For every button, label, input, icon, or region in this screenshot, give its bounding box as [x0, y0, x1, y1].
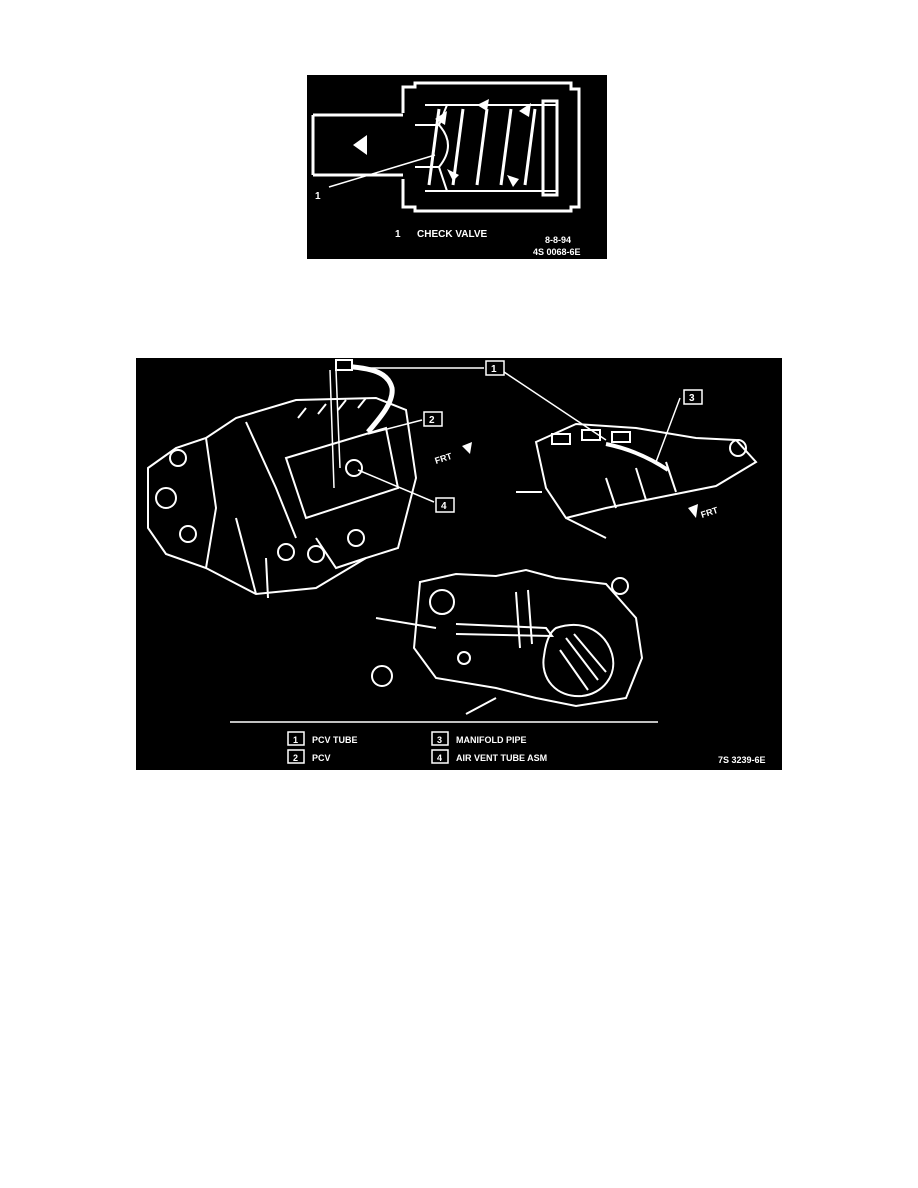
pcv-tube-end: [335, 359, 353, 371]
vent-lines: [329, 369, 341, 489]
legend-text-2: PCV: [312, 753, 331, 763]
check-valve-figure: 1 1 CHECK VALVE 8-8-94 4S 0068-6E: [307, 75, 607, 259]
front-arrow-left: [462, 442, 472, 454]
legend-number-3: 3: [437, 735, 442, 745]
inlet-tube: [311, 113, 403, 177]
engine-block-drawing: [147, 396, 418, 599]
intake-manifold-drawing: [516, 422, 758, 539]
front-label-right: FRT: [700, 505, 720, 520]
valve-housing: [401, 81, 581, 213]
callout-leader: [328, 154, 436, 188]
callout-2: 2: [429, 415, 435, 426]
callout-boxes: [423, 360, 703, 513]
callout-1: 1: [491, 364, 497, 375]
callout-leaders: [357, 367, 681, 503]
legend-text-4: AIR VENT TUBE ASM: [456, 753, 547, 763]
manifold-pipe: [605, 442, 670, 472]
end-stop: [541, 99, 559, 197]
legend-number-4: 4: [437, 753, 442, 763]
check-valve-diagram: 1 1 CHECK VALVE 8-8-94 4S 0068-6E: [311, 81, 581, 257]
callout-3: 3: [689, 393, 695, 404]
legend-text-3: MANIFOLD PIPE: [456, 735, 527, 745]
legend-number-2: 2: [293, 753, 298, 763]
legend: [287, 731, 449, 764]
date-code: 8-8-94: [545, 235, 571, 245]
pcv-system-figure: 1 2 3 4 FRT FRT 1 PCV TUBE 2 PCV 3 MANIF…: [136, 358, 782, 770]
figure-code: 4S 0068-6E: [533, 247, 581, 257]
valve-spring: [427, 108, 537, 186]
legend-text-1: PCV TUBE: [312, 735, 358, 745]
callout-4: 4: [441, 501, 447, 512]
legend-number: 1: [395, 229, 401, 240]
throttle-body-drawing: [371, 568, 644, 715]
valve-plunger: [415, 104, 449, 192]
front-label-left: FRT: [434, 451, 454, 466]
front-arrow-right: [688, 504, 698, 518]
legend-text: CHECK VALVE: [417, 229, 488, 240]
figure-code: 7S 3239-6E: [718, 755, 766, 765]
air-vent-tube-part: [345, 459, 363, 477]
legend-number-1: 1: [293, 735, 298, 745]
callout-1: 1: [315, 191, 321, 202]
flow-arrows: [353, 99, 531, 187]
pcv-system-diagram: 1 2 3 4 FRT FRT 1 PCV TUBE 2 PCV 3 MANIF…: [147, 359, 766, 765]
